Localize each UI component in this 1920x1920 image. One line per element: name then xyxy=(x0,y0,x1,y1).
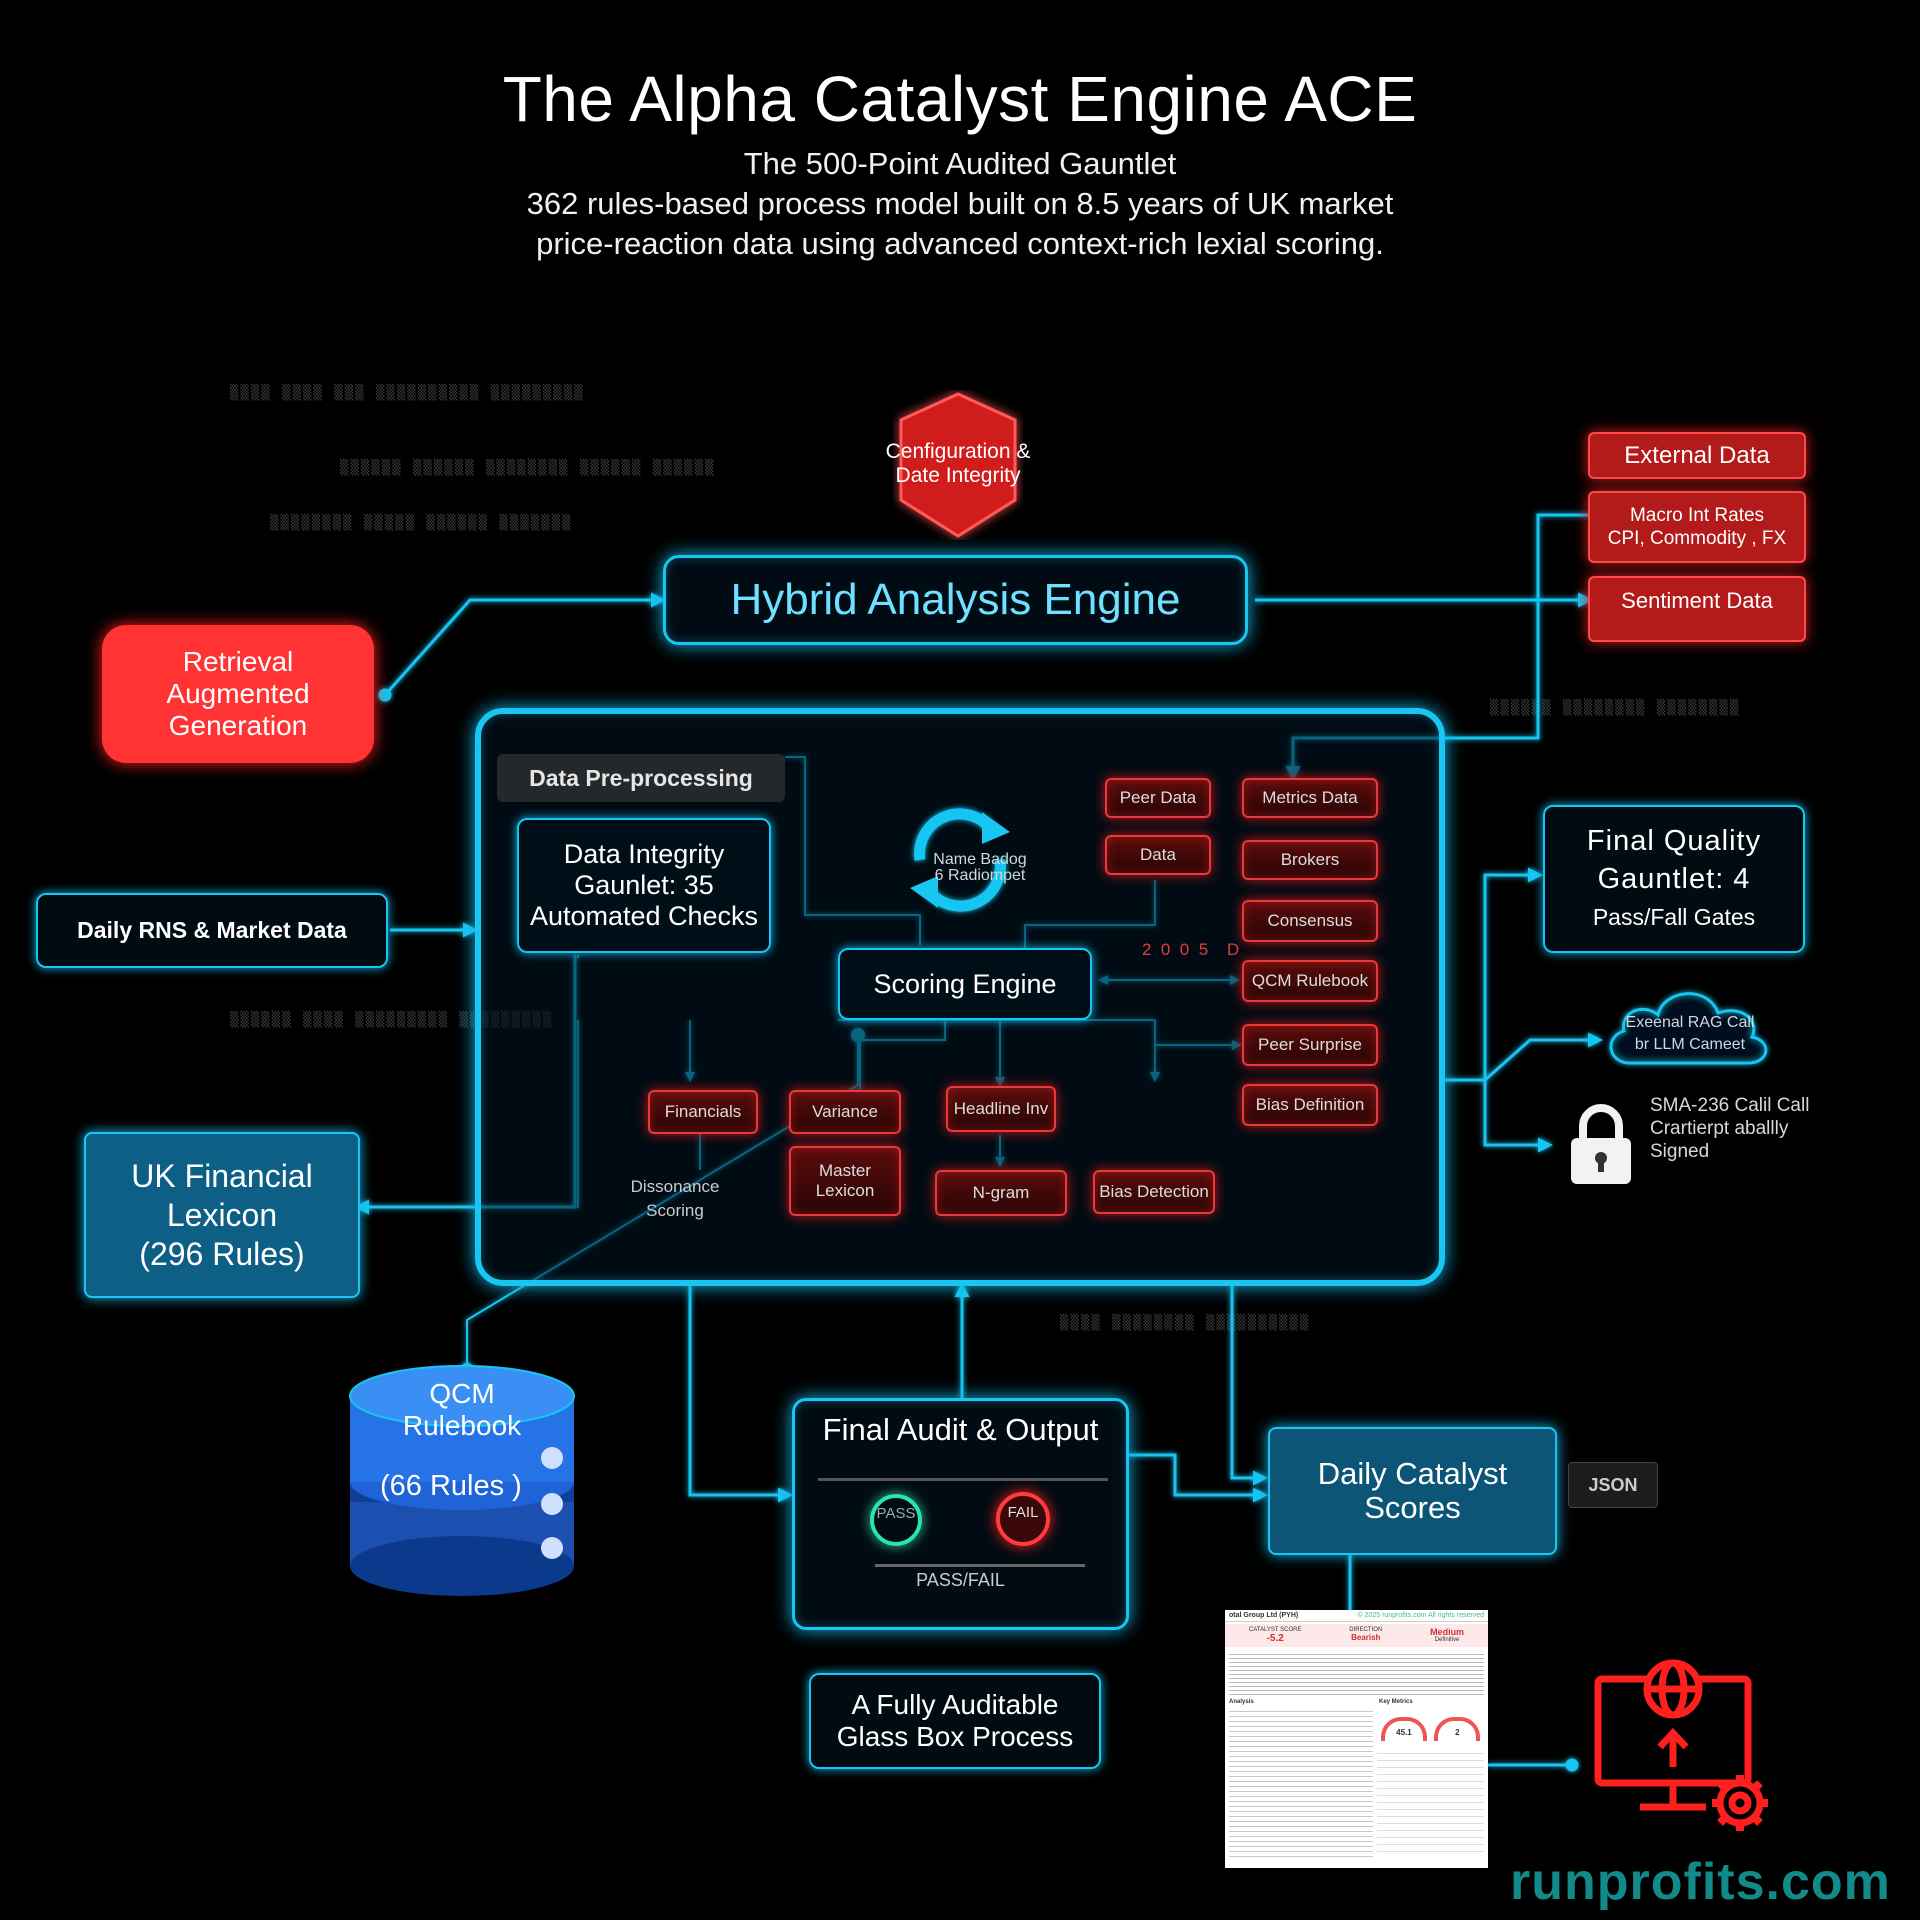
ngram-box: N-gram xyxy=(935,1170,1067,1216)
dissonance-scoring-label: Dissonance Scoring xyxy=(630,1177,720,1220)
passfail-label: PASS/FAIL xyxy=(916,1570,1005,1590)
stray-digits: 2 0 0 5 D xyxy=(1142,940,1240,959)
brokers-box: Brokers xyxy=(1242,840,1378,880)
ghost-code-4: ▒▒▒▒▒▒ ▒▒▒▒ ▒▒▒▒▒▒▒▒▒ ▒▒▒▒▒▒▒▒▒ xyxy=(230,1012,554,1028)
globe-monitor-gear-icon xyxy=(1594,1659,1768,1831)
external-data-header: External Data xyxy=(1588,432,1806,479)
report-company: otal Group Ltd (PYH) xyxy=(1229,1612,1299,1619)
fail-indicator: FAIL xyxy=(996,1492,1050,1546)
ghost-code-5: ▒▒▒▒▒▒ ▒▒▒▒▒▒▒▒ ▒▒▒▒▒▒▒▒ xyxy=(1490,700,1741,716)
ghost-code-1: ▒▒▒▒ ▒▒▒▒ ▒▒▒ ▒▒▒▒▒▒▒▒▒▒ ▒▒▒▒▒▒▒▒▒ xyxy=(230,385,585,401)
financials-box: Financials xyxy=(648,1090,758,1134)
cloud-icon xyxy=(1609,992,1768,1065)
brand-url[interactable]: runprofits.com xyxy=(1510,1853,1891,1911)
passfail-bar xyxy=(875,1564,1085,1567)
lock-icon xyxy=(1571,1104,1631,1184)
data-integrity-gauntlet: Data Integrity Gaunlet: 35 Automated Che… xyxy=(517,818,771,953)
qcm-rulebook-box: QCM Rulebook xyxy=(1242,960,1378,1002)
headline-inv-box: Headline Inv xyxy=(946,1086,1056,1132)
database-icon xyxy=(349,1365,575,1596)
final-quality-gauntlet: Final Quality Gauntlet: 4 Pass/Fall Gate… xyxy=(1543,805,1805,953)
peer-surprise-box: Peer Surprise xyxy=(1242,1024,1378,1066)
subtitle-line-3: price-reaction data using advanced conte… xyxy=(536,226,1384,261)
config-shield-label: Cenfiguration & Date Integrity xyxy=(885,440,1031,487)
ghost-code-3: ▒▒▒▒▒▒▒▒ ▒▒▒▒▒ ▒▒▒▒▒▒ ▒▒▒▒▒▒▒ xyxy=(270,515,573,531)
rag-cloud-label: Exeenal RAG Call br LLM Cameet xyxy=(1625,1014,1755,1053)
peer-data-box: Peer Data xyxy=(1105,778,1211,818)
bias-definition-box: Bias Definition xyxy=(1242,1084,1378,1126)
ghost-code-2: ▒▒▒▒▒▒ ▒▒▒▒▒▒ ▒▒▒▒▒▒▒▒ ▒▒▒▒▒▒ ▒▒▒▒▒▒ xyxy=(340,460,716,476)
final-audit-output xyxy=(792,1398,1129,1630)
glass-box-process: A Fully Auditable Glass Box Process xyxy=(809,1673,1101,1769)
subtitle-line-2: 362 rules-based process model built on 8… xyxy=(526,186,1394,221)
final-audit-title: Final Audit & Output xyxy=(822,1412,1099,1447)
pass-indicator: PASS xyxy=(870,1494,922,1546)
uk-financial-lexicon: UK Financial Lexicon (296 Rules) xyxy=(84,1132,360,1298)
subtitle-line-1: The 500-Point Audited Gauntlet xyxy=(743,146,1177,181)
metrics-data-box: Metrics Data xyxy=(1242,778,1378,818)
lock-label: SMA-236 Calil Call Crartierpt aballly Si… xyxy=(1650,1095,1810,1162)
rag-box: Retrieval Augmented Generation xyxy=(102,625,374,763)
ghost-code-6: ▒▒▒▒ ▒▒▒▒▒▒▒▒ ▒▒▒▒▒▒▒▒▒▒ xyxy=(1060,1315,1311,1331)
sentiment-data-box: Sentiment Data xyxy=(1588,576,1806,642)
page-title: The Alpha Catalyst Engine ACE xyxy=(502,63,1418,135)
report-thumbnail: otal Group Ltd (PYH) © 2025 runprofits.c… xyxy=(1225,1610,1488,1868)
qcm-db-label: QCM Rulebook xyxy=(402,1378,522,1441)
daily-rns-market-data: Daily RNS & Market Data xyxy=(36,893,388,968)
scoring-engine: Scoring Engine xyxy=(838,948,1092,1020)
qcm-db-count: (66 Rules ) xyxy=(380,1470,522,1502)
variance-box: Variance xyxy=(789,1090,901,1134)
macro-data-box: Macro Int Rates CPI, Commodity , FX xyxy=(1588,491,1806,563)
config-shield-icon xyxy=(899,392,1017,538)
report-copyright: © 2025 runprofits.com All rights reserve… xyxy=(1357,1612,1484,1619)
data-preprocessing-label: Data Pre-processing xyxy=(497,754,785,802)
bias-detection-box: Bias Detection xyxy=(1093,1170,1215,1214)
audit-divider xyxy=(818,1478,1108,1481)
json-badge: JSON xyxy=(1568,1462,1658,1508)
cycle-label: Name Badog 6 Radiompet xyxy=(933,851,1027,884)
refresh-cycle-icon xyxy=(910,808,1010,912)
consensus-box: Consensus xyxy=(1242,900,1378,942)
hybrid-analysis-engine: Hybrid Analysis Engine xyxy=(663,555,1248,645)
daily-catalyst-scores: Daily Catalyst Scores xyxy=(1268,1427,1557,1555)
data-box: Data xyxy=(1105,835,1211,875)
